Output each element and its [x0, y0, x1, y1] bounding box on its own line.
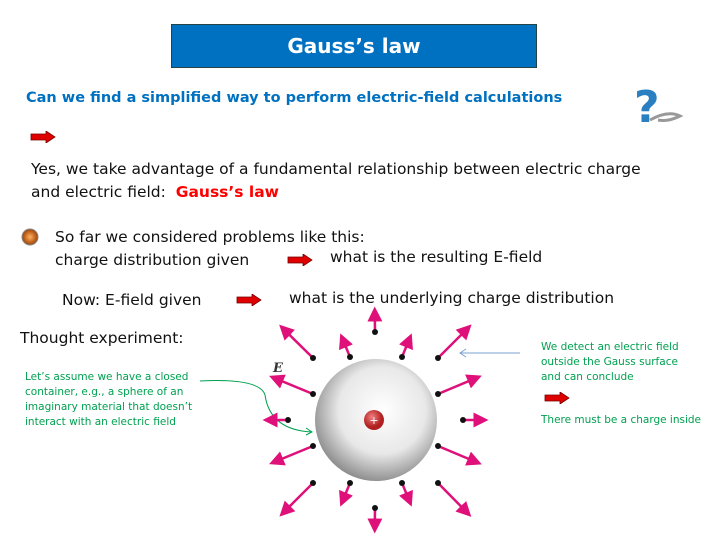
field-arrow [437, 482, 472, 517]
field-point [310, 443, 316, 449]
red-arrow-icon [236, 294, 262, 306]
field-point [347, 354, 353, 360]
answer-line-1: Yes, we take advantage of a fundamental … [31, 160, 641, 178]
field-point [399, 480, 405, 486]
question-text: Can we find a simplified way to perform … [26, 90, 563, 106]
pointer-curve [199, 380, 313, 433]
field-arrow [399, 482, 413, 507]
field-arrow [269, 444, 314, 466]
now-result-text: what is the underlying charge distributi… [289, 289, 615, 307]
red-arrow-icon [287, 254, 313, 266]
field-point [460, 417, 466, 423]
field-arrow [437, 324, 472, 359]
field-arrow [269, 374, 314, 396]
question-mark-icon: ? [634, 82, 684, 128]
field-point [435, 480, 441, 486]
svg-text:?: ? [634, 82, 660, 128]
field-arrow [437, 444, 482, 466]
bullet-icon [21, 228, 39, 246]
field-point [310, 391, 316, 397]
field-point [372, 329, 378, 335]
now-text: Now: E-field given [62, 291, 202, 309]
field-arrow [279, 324, 314, 359]
result-text: what is the resulting E-field [330, 248, 543, 266]
field-arrow [339, 333, 353, 358]
e-field-label: E [272, 361, 284, 376]
note-line: container, e.g., a sphere of an [25, 386, 184, 398]
field-point [435, 443, 441, 449]
note-line: We detect an electric field [541, 341, 679, 353]
positive-charge [364, 410, 384, 430]
note-line: Let’s assume we have a closed [25, 371, 189, 383]
answer-line-2: and electric field: [31, 183, 166, 201]
charge-sign: + [369, 414, 378, 427]
field-point [310, 355, 316, 361]
note-line: interact with an electric field [25, 416, 176, 428]
field-point [435, 391, 441, 397]
field-point [310, 480, 316, 486]
assume-note: Let’s assume we have a closed container, … [25, 370, 192, 430]
field-point [285, 417, 291, 423]
field-arrow [399, 333, 413, 358]
thought-experiment-label: Thought experiment: [20, 329, 184, 347]
field-arrow [437, 374, 482, 396]
field-point [435, 355, 441, 361]
note-line: and can conclude [541, 371, 634, 383]
red-arrow-icon [544, 392, 570, 404]
gauss-law-highlight: Gauss’s law [175, 183, 280, 201]
field-point [399, 354, 405, 360]
detect-note: We detect an electric field outside the G… [541, 340, 679, 385]
conclusion-text: There must be a charge inside [541, 414, 701, 426]
field-point [347, 480, 353, 486]
field-arrow [339, 482, 353, 507]
given-text: charge distribution given [55, 251, 250, 269]
field-arrow [279, 482, 314, 517]
field-point [372, 505, 378, 511]
so-far-text: So far we considered problems like this: [55, 228, 365, 246]
red-arrow-icon [30, 131, 56, 143]
note-line: outside the Gauss surface [541, 356, 678, 368]
slide-title: Gauss’s law [171, 24, 537, 68]
note-line: imaginary material that doesn’t [25, 401, 193, 413]
